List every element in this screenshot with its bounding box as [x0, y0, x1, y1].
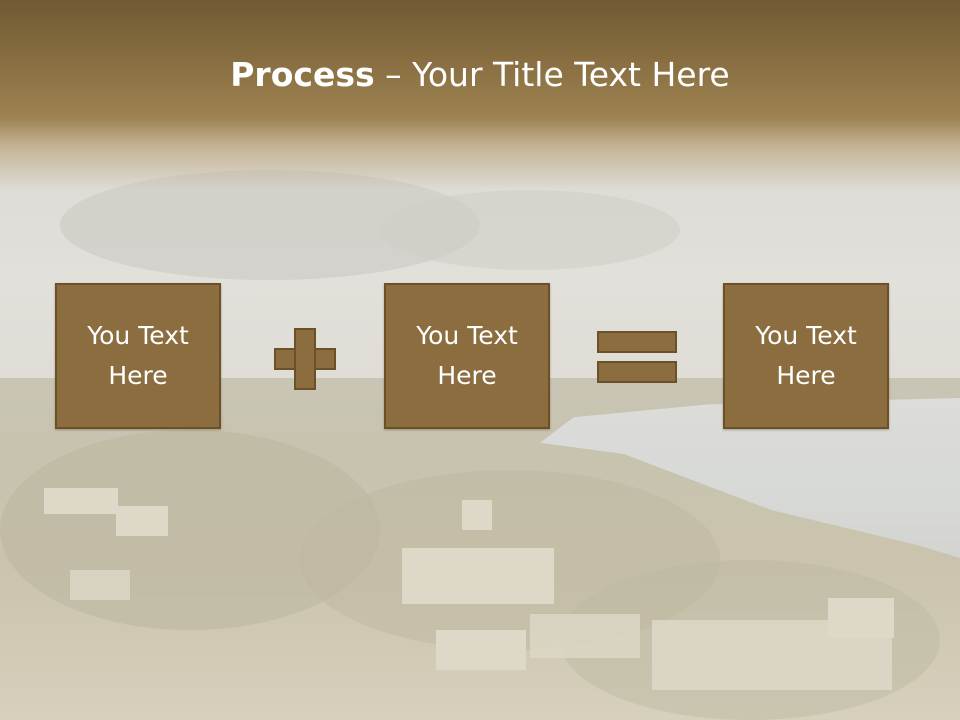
equals-bar-top [597, 331, 677, 353]
background-building [462, 500, 492, 530]
background-building [44, 488, 118, 514]
plus-icon [274, 328, 336, 390]
process-box-1-text: You Text Here [87, 321, 189, 390]
process-box-2: You Text Here [384, 283, 550, 429]
slide-title-bold: Process [230, 55, 375, 94]
background-building [70, 570, 130, 600]
background-building [828, 598, 894, 638]
title-band [0, 0, 960, 190]
process-box-3: You Text Here [723, 283, 889, 429]
background-building [530, 614, 640, 658]
background-building [436, 630, 526, 670]
equals-bar-bottom [597, 361, 677, 383]
slide-title: Process – Your Title Text Here [0, 54, 960, 96]
background-building [402, 548, 554, 604]
background-cloud [380, 190, 680, 270]
process-box-3-text: You Text Here [755, 321, 857, 390]
background-building [116, 506, 168, 536]
slide-title-rest: – Your Title Text Here [374, 55, 730, 94]
process-box-2-text: You Text Here [416, 321, 518, 390]
process-box-1: You Text Here [55, 283, 221, 429]
